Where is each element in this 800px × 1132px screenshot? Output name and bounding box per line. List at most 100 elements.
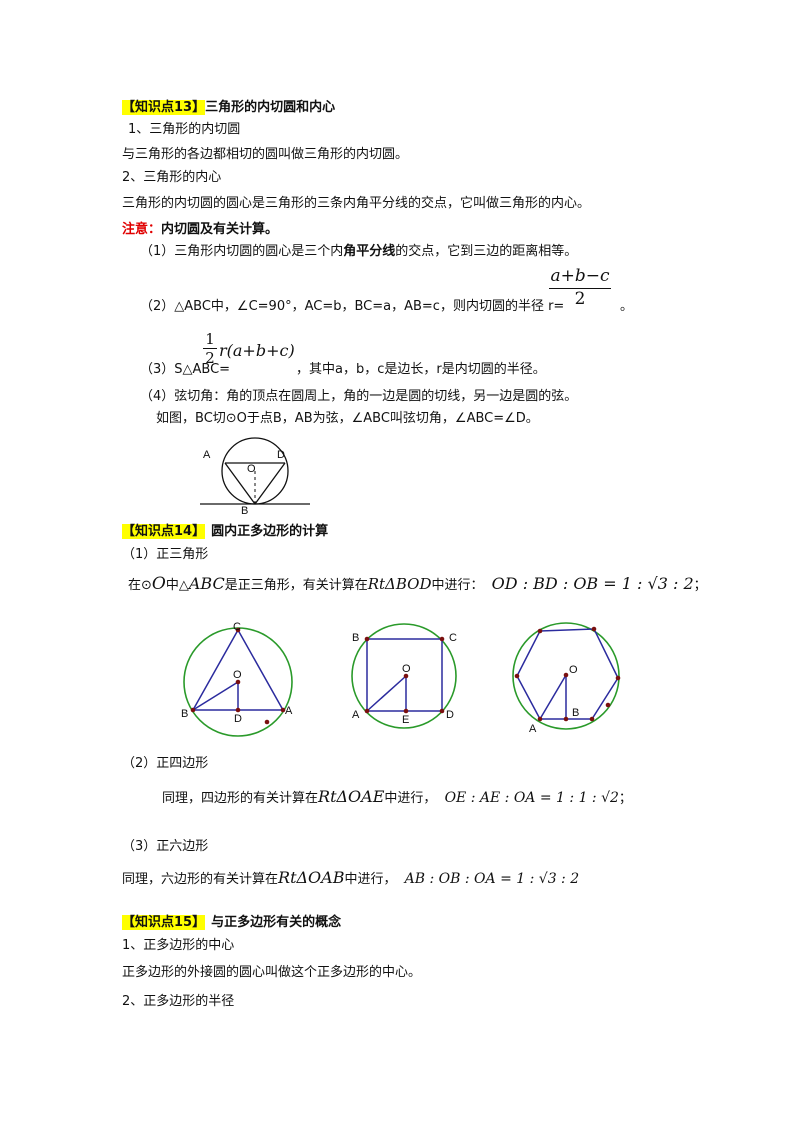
triangle-figure: C O B D A bbox=[181, 621, 293, 737]
n3-fraction: 1 2 bbox=[203, 330, 217, 367]
fig3-label-C: C bbox=[449, 632, 457, 644]
n3-denominator: 2 bbox=[205, 349, 215, 367]
kp14-title: 圆内正多边形的计算 bbox=[211, 524, 329, 539]
kp13-note-3-pre: （3）S△ABC= bbox=[140, 362, 231, 377]
p1-end: ； bbox=[693, 578, 707, 593]
fig4-label-O: O bbox=[569, 664, 578, 676]
kp13-note-4b: 如图，BC切⊙O于点B，AB为弦，∠ABC叫弦切角，∠ABC=∠D。 bbox=[156, 411, 539, 426]
n3-expression: r(a+b+c) bbox=[219, 341, 295, 360]
kp14-p2-line: 同理，四边形的有关计算在RtΔOAE中进行， OE : AE : OA = 1 … bbox=[162, 787, 632, 806]
kp13-s1-head: 1、三角形的内切圆 bbox=[128, 122, 241, 137]
fig4-vertex-3 bbox=[615, 675, 621, 681]
fig2-point-O bbox=[235, 679, 241, 685]
fig4-vertex-4 bbox=[589, 716, 595, 722]
p3-a: 同理，六边形的有关计算在 bbox=[122, 872, 279, 887]
kp13-s1-text: 与三角形的各边都相切的圆叫做三角形的内切圆。 bbox=[122, 147, 409, 162]
fig4-vertex-1 bbox=[537, 628, 543, 634]
fig2-point-B bbox=[190, 707, 196, 713]
p2-a: 同理，四边形的有关计算在 bbox=[162, 791, 319, 806]
fig4-point-O bbox=[563, 672, 569, 678]
fig3-point-B bbox=[364, 636, 370, 642]
fig3-point-D bbox=[439, 708, 445, 714]
kp14-heading: 【知识点14】圆内正多边形的计算 bbox=[122, 520, 328, 539]
fig1-label-A: A bbox=[203, 449, 211, 461]
tangent-chord-figure: A D O B bbox=[200, 437, 310, 515]
fig2-point-D bbox=[235, 707, 241, 713]
p2-ratio: OE : AE : OA = 1 : 1 : √2 bbox=[444, 790, 619, 806]
kp13-heading: 【知识点13】三角形的内切圆和内心 bbox=[122, 96, 335, 115]
note-label: 注意： bbox=[122, 222, 162, 237]
fig2-label-O: O bbox=[233, 669, 242, 681]
fig1-label-O: O bbox=[247, 463, 256, 475]
p1-ABC: ABC bbox=[188, 574, 225, 593]
p1-O: O bbox=[151, 574, 166, 594]
kp13-note-2-text: （2）△ABC中，∠C=90°，AC=b，BC=a，AB=c，则内切圆的半径 r… bbox=[140, 299, 565, 314]
kp14-p1-head: （1）正三角形 bbox=[122, 547, 209, 562]
fig1-chord-DB bbox=[254, 462, 286, 505]
hexagon-figure: O A B bbox=[512, 622, 621, 735]
fig2-label-D: D bbox=[234, 713, 242, 725]
fig2-label-C: C bbox=[233, 621, 241, 633]
n2-numerator: a+b−c bbox=[550, 266, 610, 286]
fig2-label-A: A bbox=[285, 705, 293, 717]
kp15-s1-head: 1、正多边形的中心 bbox=[122, 938, 235, 953]
kp14-p2-head: （2）正四边形 bbox=[122, 756, 209, 771]
n1-c: 的交点，它到三边的距离相等。 bbox=[395, 244, 578, 259]
kp14-p3-line: 同理，六边形的有关计算在RtΔOAB中进行， AB : OB : OA = 1 … bbox=[122, 868, 579, 887]
kp13-s2-head: 2、三角形的内心 bbox=[122, 170, 222, 185]
kp13-note: 注意：内切圆及有关计算。 bbox=[122, 218, 278, 237]
fig2-line-OB bbox=[192, 681, 239, 711]
fig4-point-extra bbox=[605, 702, 611, 708]
p1-b: 中△ bbox=[165, 578, 189, 593]
p1-rt: RtΔBOD bbox=[367, 575, 432, 593]
kp14-p1-line: 在⊙O中△ABC是正三角形，有关计算在RtΔBOD中进行： OD : BD : … bbox=[128, 574, 707, 594]
kp15-s2-head: 2、正多边形的半径 bbox=[122, 994, 235, 1009]
fig2-point-A bbox=[280, 707, 286, 713]
fig3-label-B: B bbox=[352, 632, 359, 644]
kp14-p3-head: （3）正六边形 bbox=[122, 839, 209, 854]
kp13-s2-text: 三角形的内切圆的圆心是三角形的三条内角平分线的交点，它叫做三角形的内心。 bbox=[122, 196, 591, 211]
p3-b: 中进行， bbox=[344, 872, 397, 887]
kp14-tag: 【知识点14】 bbox=[122, 524, 206, 539]
fig4-vertex-A bbox=[537, 716, 543, 722]
p2-end: ； bbox=[618, 791, 632, 806]
fig3-point-E bbox=[403, 708, 409, 714]
p2-b: 中进行， bbox=[384, 791, 437, 806]
n3-numerator: 1 bbox=[205, 330, 215, 348]
fig2-point-extra bbox=[264, 719, 270, 725]
fig2-label-B: B bbox=[181, 708, 188, 720]
fig3-label-D: D bbox=[446, 709, 454, 721]
fig3-point-A bbox=[364, 708, 370, 714]
n1-a: （1）三角形内切圆的圆心是三个内 bbox=[140, 244, 344, 259]
kp15-title: 与正多边形有关的概念 bbox=[211, 915, 342, 930]
kp15-s1-text: 正多边形的外接圆的圆心叫做这个正多边形的中心。 bbox=[122, 965, 422, 980]
fig4-point-B bbox=[563, 716, 569, 722]
kp15-tag: 【知识点15】 bbox=[122, 915, 206, 930]
fig4-label-B: B bbox=[572, 707, 579, 719]
fig3-label-A: A bbox=[352, 709, 360, 721]
p1-ratio: OD : BD : OB = 1 : √3 : 2 bbox=[491, 574, 694, 593]
fig1-chord-AB bbox=[224, 462, 256, 505]
n1-bold: 角平分线 bbox=[343, 244, 396, 259]
kp13-note-3-post: ，其中a，b，c是边长，r是内切圆的半径。 bbox=[296, 362, 546, 377]
fig3-label-E: E bbox=[402, 714, 409, 726]
p1-a: 在⊙ bbox=[128, 578, 152, 593]
p2-rt: RtΔOAE bbox=[318, 787, 385, 806]
p1-d: 中进行： bbox=[431, 578, 484, 593]
fig3-point-C bbox=[439, 636, 445, 642]
fig4-label-A: A bbox=[529, 723, 537, 735]
kp13-note-4: （4）弦切角：角的顶点在圆周上，角的一边是圆的切线，另一边是圆的弦。 bbox=[140, 389, 578, 404]
fig3-circle bbox=[351, 623, 457, 729]
fig4-vertex-6 bbox=[514, 673, 520, 679]
n2-denominator: 2 bbox=[574, 289, 586, 309]
p3-ratio: AB : OB : OA = 1 : √3 : 2 bbox=[404, 871, 580, 887]
n2-fraction: a+b−c 2 bbox=[545, 266, 615, 309]
kp13-title: 三角形的内切圆和内心 bbox=[205, 100, 336, 115]
kp13-note-1: （1）三角形内切圆的圆心是三个内角平分线的交点，它到三边的距离相等。 bbox=[140, 240, 577, 259]
fig3-point-O bbox=[403, 673, 409, 679]
kp15-heading: 【知识点15】与正多边形有关的概念 bbox=[122, 911, 341, 930]
fig4-line-OA bbox=[539, 674, 567, 720]
n2-end: 。 bbox=[620, 299, 634, 314]
fig3-line-OA bbox=[366, 675, 407, 712]
fig4-vertex-2 bbox=[591, 626, 597, 632]
